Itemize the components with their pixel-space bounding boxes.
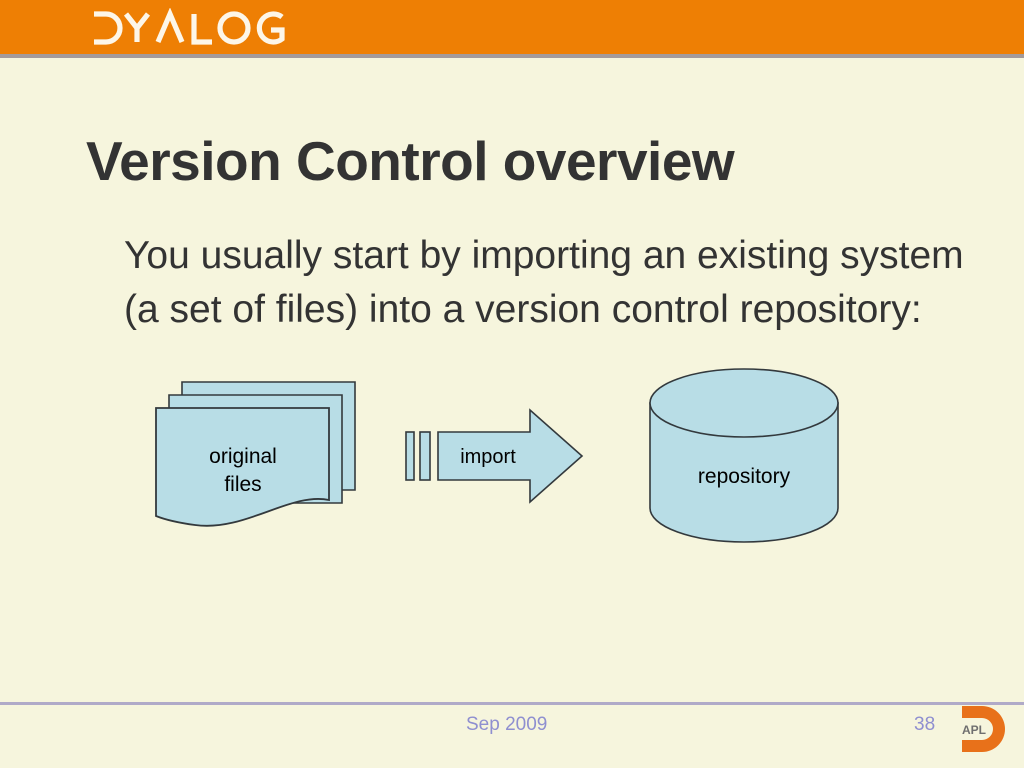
dyalog-d-logo-icon: APL [952, 700, 1014, 758]
body-paragraph: You usually start by importing an existi… [124, 234, 964, 331]
original-files-label-line1: original [209, 445, 277, 468]
arrow-tail-bar-2 [419, 431, 431, 481]
import-arrow-shape [437, 408, 584, 504]
repository-cylinder-shape [649, 368, 839, 543]
version-control-diagram: original files import repository [150, 360, 870, 550]
apl-logo-text: APL [962, 723, 986, 737]
dyalog-wordmark-icon [88, 7, 288, 48]
repository-label: repository [698, 465, 791, 488]
page-number: 38 [914, 714, 936, 735]
page-title: Version Control overview [86, 129, 735, 192]
footer-divider [0, 702, 1024, 705]
document-sheet-front [155, 407, 330, 527]
original-files-label-line2: files [224, 473, 261, 496]
footer-date: Sep 2009 [466, 714, 548, 735]
import-arrow-label: import [460, 446, 516, 468]
arrow-tail-bar-1 [405, 431, 415, 481]
header-divider [0, 54, 1024, 58]
